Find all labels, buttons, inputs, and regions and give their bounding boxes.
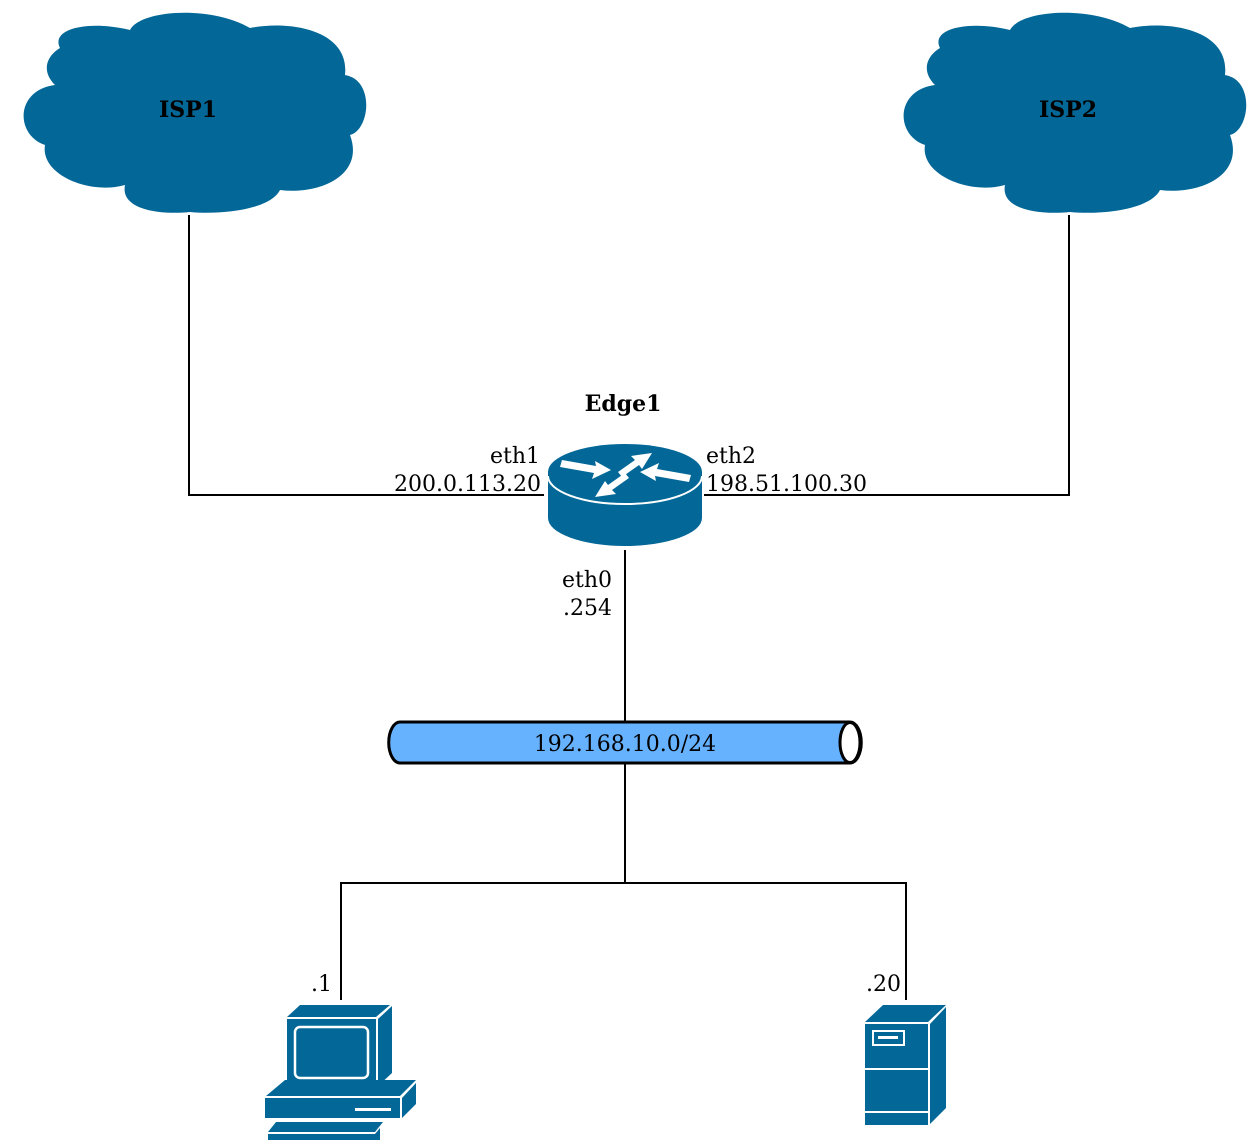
host2-node[interactable]: .20 (865, 972, 946, 1125)
router-icon (547, 444, 703, 546)
link-isp2-edge1 (704, 215, 1070, 496)
eth2-name: eth2 (706, 444, 756, 469)
edge1-label: Edge1 (585, 391, 662, 417)
lan-segment[interactable]: 192.168.10.0/24 (387, 720, 863, 765)
host1-address: .1 (311, 972, 332, 997)
eth0-name: eth0 (562, 568, 612, 593)
isp2-node[interactable]: ISP2 (903, 12, 1247, 213)
server-icon (865, 1005, 946, 1125)
link-isp1-edge1 (188, 215, 544, 496)
link-lan-host1 (340, 882, 625, 1000)
isp2-label: ISP2 (1039, 97, 1097, 123)
eth1-name: eth1 (490, 444, 540, 469)
network-segment-icon (387, 720, 863, 765)
eth0-address: .254 (563, 596, 612, 621)
isp1-node[interactable]: ISP1 (23, 12, 367, 213)
lan-label: 192.168.10.0/24 (534, 732, 716, 757)
edge1-node[interactable]: Edge1 eth1 200.0.113.20 eth2 198.51.100.… (394, 391, 867, 621)
eth1-address: 200.0.113.20 (394, 472, 541, 497)
isp1-label: ISP1 (159, 97, 217, 123)
link-lan-host2 (625, 882, 907, 1000)
host1-node[interactable]: .1 (265, 972, 416, 1140)
links (188, 215, 1070, 1000)
workstation-icon (265, 1005, 416, 1140)
eth2-address: 198.51.100.30 (706, 472, 867, 497)
host2-address: .20 (866, 972, 901, 997)
